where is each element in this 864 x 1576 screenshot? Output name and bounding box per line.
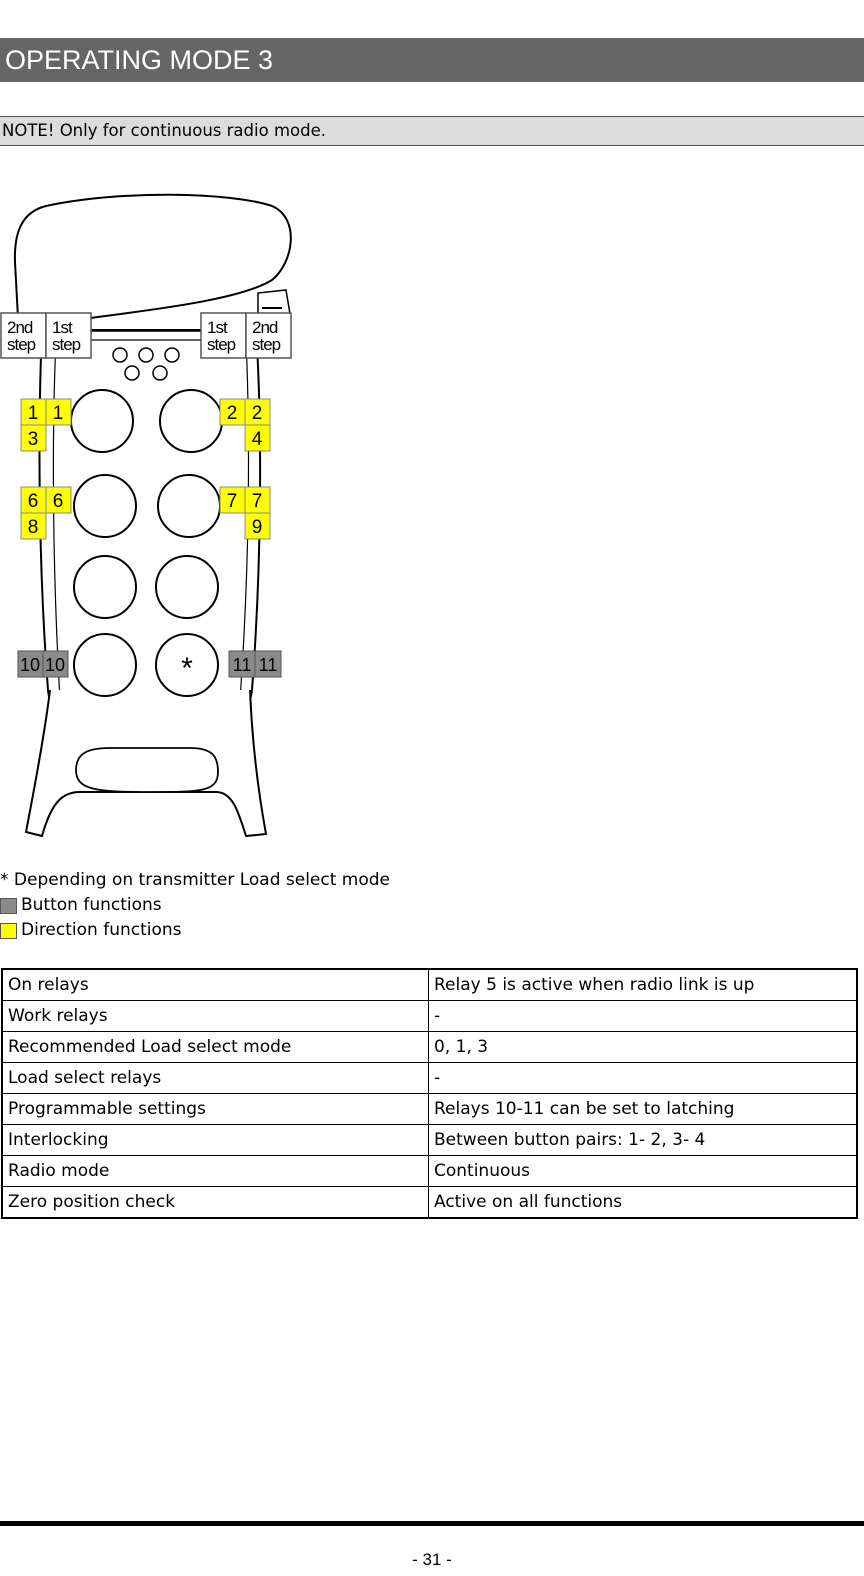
setting-name: Radio mode: [2, 1155, 429, 1187]
button-labels: 10 10 11 11: [17, 650, 282, 678]
setting-name: Load select relays: [2, 1062, 429, 1094]
transmitter-body: [38, 329, 262, 717]
legend-footnote: * Depending on transmitter Load select m…: [0, 870, 391, 890]
step-labels-right: 1st step 2nd step: [200, 312, 292, 359]
note-banner: NOTE! Only for continuous radio mode.: [0, 116, 864, 146]
transmitter-button: [73, 633, 137, 697]
setting-name: Recommended Load select mode: [2, 1031, 429, 1063]
direction-label: 7: [227, 491, 238, 512]
direction-labels: 1 1 3 2 2 4 6 6 8 7 7 9: [20, 398, 271, 540]
table-row: Work relays-: [2, 1000, 857, 1032]
legend-button-functions: Button functions: [0, 893, 390, 918]
direction-label: 7: [252, 491, 263, 512]
setting-value: Continuous: [428, 1155, 857, 1187]
indicator-led: [164, 347, 180, 363]
setting-value: Between button pairs: 1- 2, 3- 4: [428, 1124, 857, 1156]
legend-label: Direction functions: [21, 920, 182, 940]
side-clip: [257, 289, 291, 317]
setting-value: Active on all functions: [428, 1186, 857, 1219]
direction-label: 9: [252, 517, 263, 538]
direction-label: 2: [227, 403, 238, 424]
footer-rule: [0, 1521, 864, 1526]
setting-value: -: [428, 1062, 857, 1094]
button-label: 10: [45, 655, 65, 675]
button-label: 10: [20, 655, 40, 675]
setting-name: Work relays: [2, 1000, 429, 1032]
legend-label: Button functions: [21, 895, 162, 915]
transmitter-button: [159, 389, 223, 453]
setting-name: Interlocking: [2, 1124, 429, 1156]
setting-name: Programmable settings: [2, 1093, 429, 1125]
direction-label: 1: [28, 403, 39, 424]
direction-label: 6: [28, 491, 39, 512]
indicator-led: [124, 365, 140, 381]
transmitter-button: [70, 389, 134, 453]
setting-value: Relay 5 is active when radio link is up: [428, 969, 857, 1001]
step-label: 1st: [52, 318, 73, 337]
legend: * Depending on transmitter Load select m…: [0, 868, 390, 943]
indicator-led: [112, 347, 128, 363]
legend-direction-functions: Direction functions: [0, 918, 390, 943]
button-label: 11: [233, 655, 252, 675]
direction-label: 4: [252, 429, 263, 450]
step-label: step: [52, 335, 81, 354]
button-label: 11: [259, 655, 278, 675]
setting-value: -: [428, 1000, 857, 1032]
page-number: - 31 -: [412, 1550, 452, 1569]
indicator-led: [138, 347, 154, 363]
transmitter-diagram: * 2nd step 1st step 1st step 2nd step 1 …: [0, 193, 292, 838]
step-label: 1st: [207, 318, 228, 337]
yellow-swatch-icon: [0, 922, 17, 939]
direction-label: 3: [28, 429, 39, 450]
table-row: Load select relays-: [2, 1062, 857, 1094]
page-title: OPERATING MODE 3: [0, 38, 864, 82]
setting-value: Relays 10-11 can be set to latching: [428, 1093, 857, 1125]
step-label: 2nd: [7, 318, 33, 337]
gray-swatch-icon: [0, 897, 17, 914]
step-label: step: [252, 335, 281, 354]
setting-name: Zero position check: [2, 1186, 429, 1219]
transmitter-button: [73, 474, 137, 538]
transmitter-button: [155, 555, 219, 619]
setting-name: On relays: [2, 969, 429, 1001]
setting-value: 0, 1, 3: [428, 1031, 857, 1063]
transmitter-top-cap: [13, 193, 292, 319]
step-label: 2nd: [252, 318, 278, 337]
indicator-led: [152, 365, 168, 381]
direction-label: 6: [53, 491, 64, 512]
direction-label: 2: [252, 403, 263, 424]
transmitter-button: [155, 633, 219, 697]
step-labels-left: 2nd step 1st step: [0, 312, 92, 359]
transmitter-button: [73, 555, 137, 619]
step-label: step: [7, 335, 36, 354]
step-label: step: [207, 335, 236, 354]
footnote-star: *: [181, 652, 193, 685]
transmitter-button: [157, 474, 221, 538]
direction-label: 1: [53, 403, 64, 424]
direction-label: 8: [28, 517, 39, 538]
